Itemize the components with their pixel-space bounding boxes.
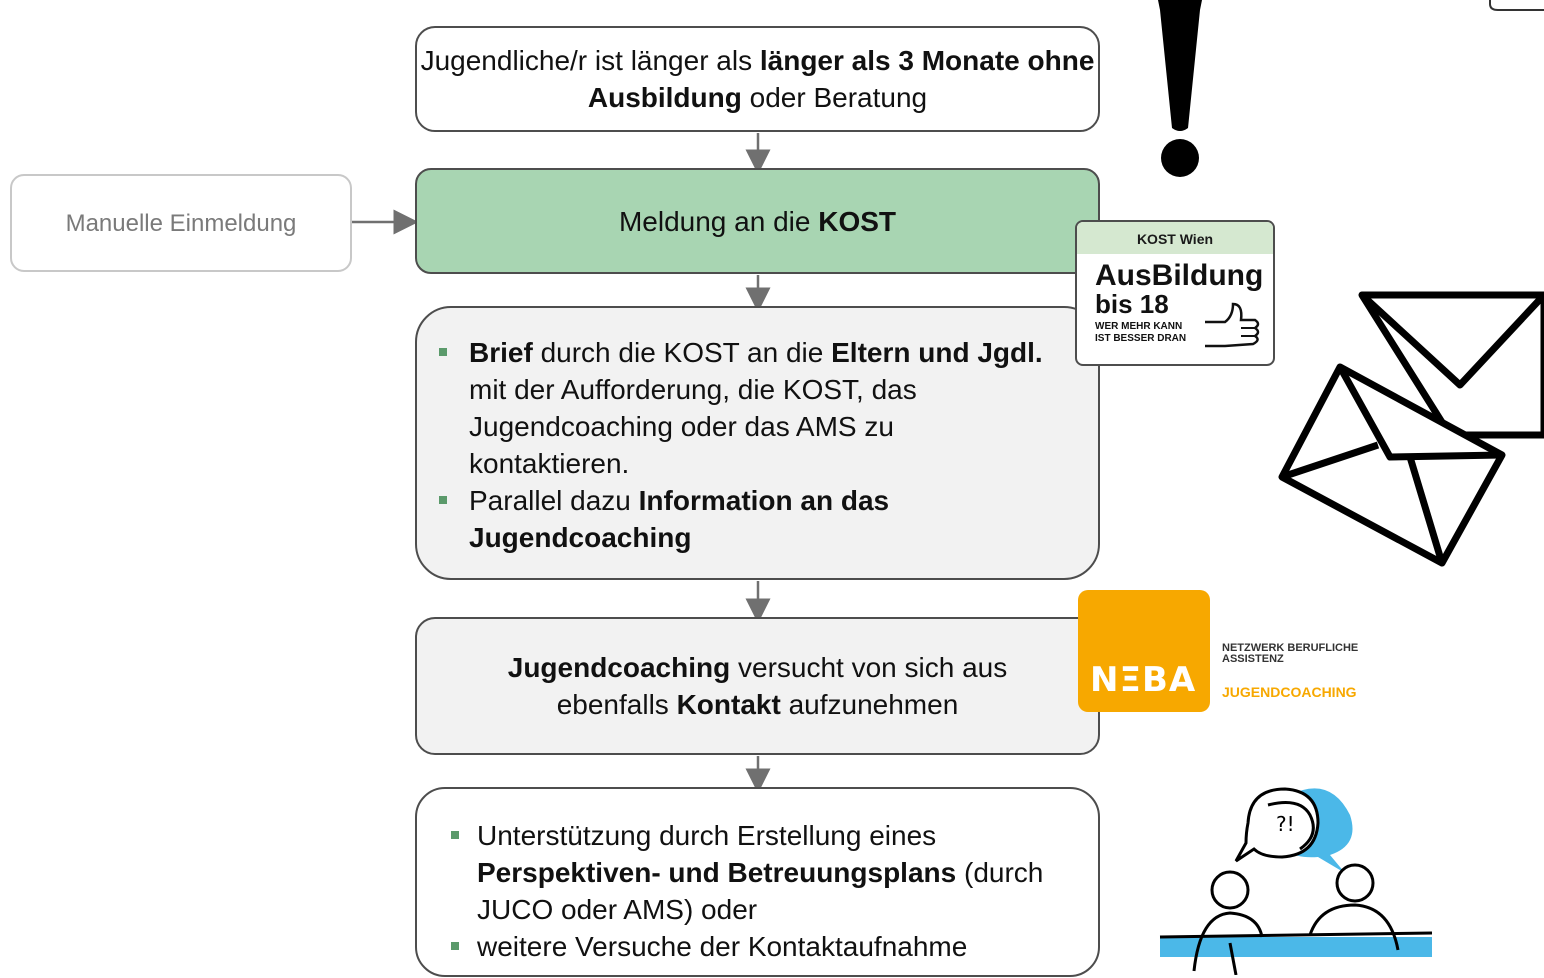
step-long-without-training: Jugendliche/r ist länger als länger als … [415, 26, 1100, 132]
list-item: Unterstützung durch Erstellung eines Per… [447, 817, 1067, 928]
neba-network-label: NETZWERK BERUFLICHE ASSISTENZ [1222, 642, 1359, 665]
step-report-to-kost: Meldung an die KOST [415, 168, 1100, 274]
list-item: Parallel dazu Information an das Jugendc… [439, 482, 1059, 556]
kost-logo: KOST Wien AusBildung bis 18 WER MEHR KAN… [1075, 220, 1275, 366]
step-jugendcoaching-contact: Jugendcoaching versucht von sich aus ebe… [415, 617, 1100, 755]
list-item: weitere Versuche der Kontaktaufnahme [447, 928, 1067, 965]
manual-report-box: Manuelle Einmeldung [10, 174, 352, 272]
exclamation-icon [1158, 0, 1202, 177]
list-item: Brief durch die KOST an die Eltern und J… [439, 334, 1059, 482]
svg-text:?!: ?! [1276, 812, 1295, 836]
neba-logo: NΞBA [1078, 590, 1210, 712]
envelopes-icon [1278, 291, 1544, 567]
step-support-plan: Unterstützung durch Erstellung eines Per… [415, 787, 1100, 977]
step-letter-and-info: Brief durch die KOST an die Eltern und J… [415, 306, 1100, 580]
corner-shape [1489, 0, 1544, 11]
thumbs-up-icon [1205, 302, 1260, 348]
consultation-people-icon: ?! [1159, 787, 1433, 975]
neba-program-label: JUGENDCOACHING [1222, 684, 1357, 700]
